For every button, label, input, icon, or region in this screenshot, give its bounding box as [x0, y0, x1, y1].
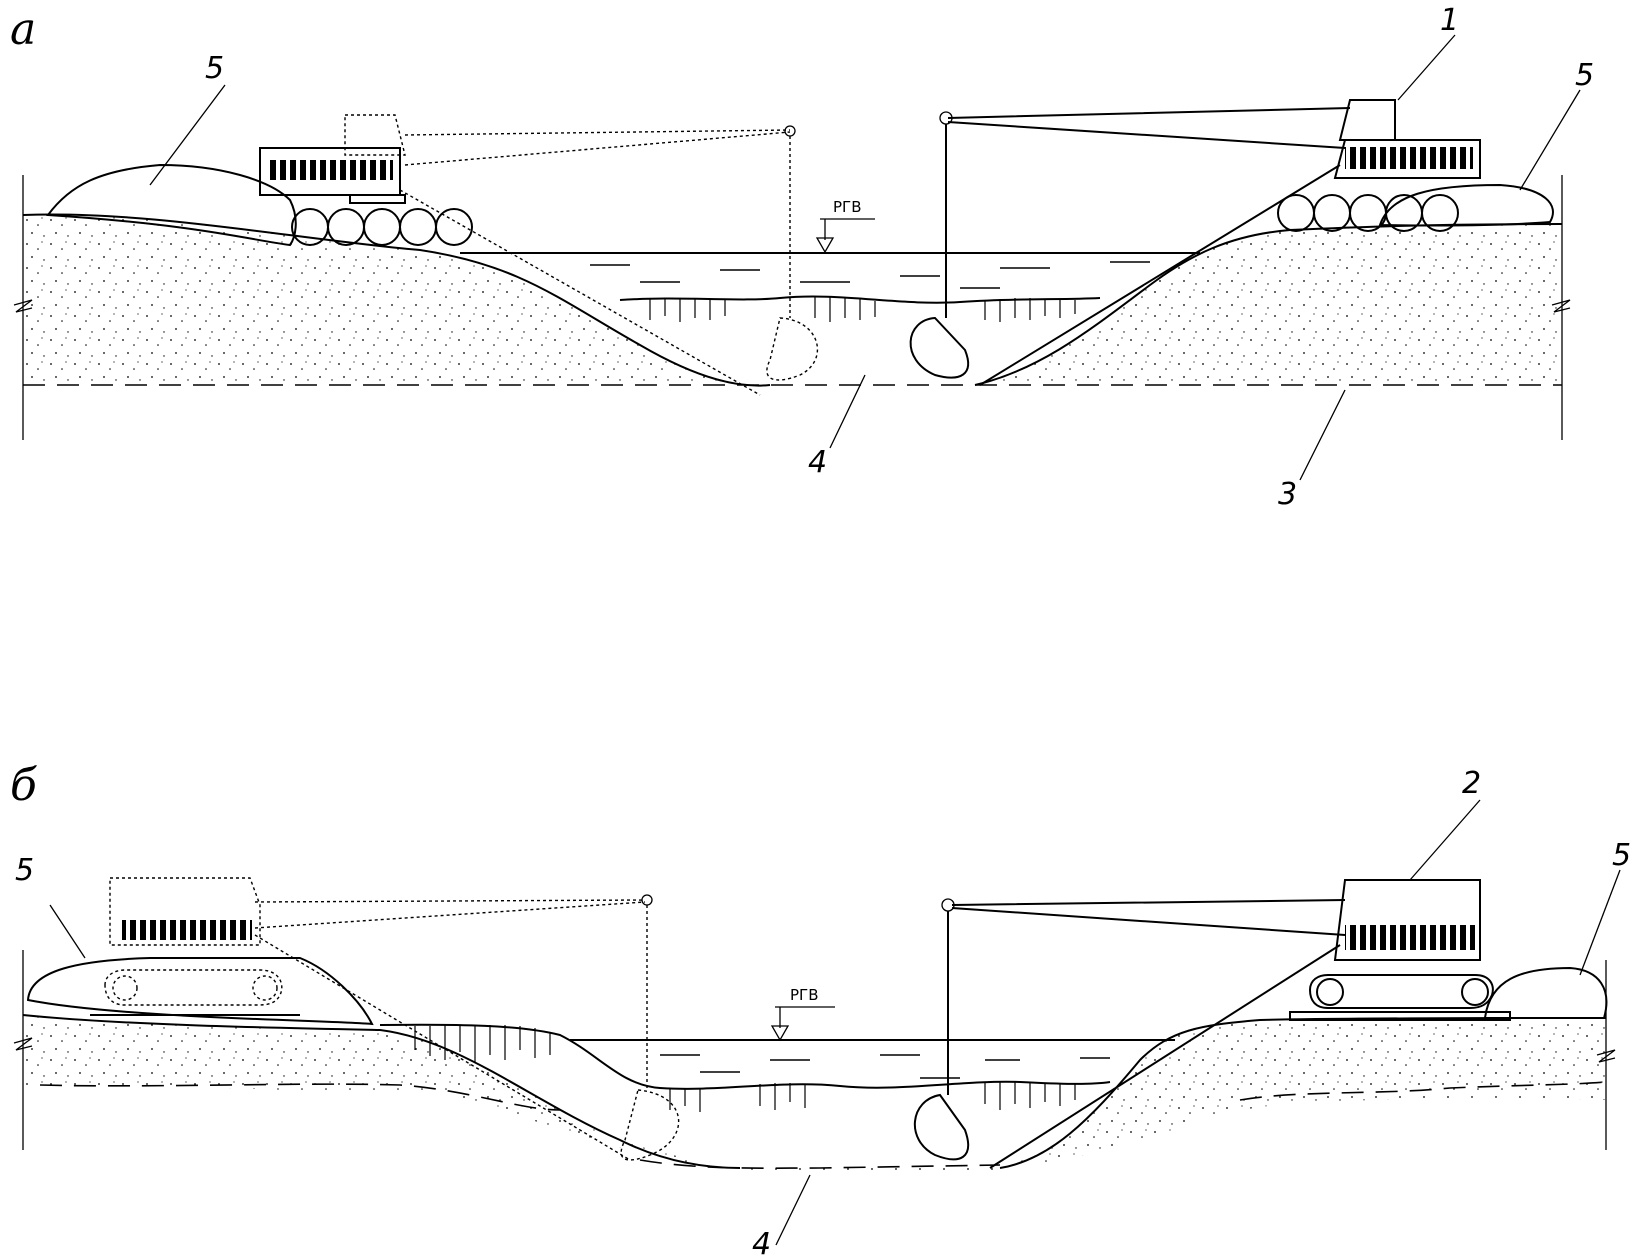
- ground-surface-left: [22, 213, 771, 387]
- callout-4: 4: [752, 1227, 771, 1258]
- bucket: [913, 1093, 970, 1161]
- level-marker-a: РГВ: [815, 198, 875, 254]
- callout-3: 3: [1278, 477, 1297, 512]
- spoil-heap-left: [46, 163, 297, 247]
- excavator-left-b: [90, 877, 680, 1161]
- callouts-a: 5 1 5 4 3: [149, 3, 1594, 512]
- figure-b-letter: б: [10, 760, 37, 811]
- bucket: [766, 317, 819, 381]
- engine-grille: [268, 160, 393, 180]
- crawler-track: [104, 969, 283, 1006]
- figure-a-letter: а: [10, 4, 36, 55]
- ground-surface-left: [22, 1014, 741, 1169]
- boom-lines: [399, 129, 791, 396]
- arm-line: [989, 944, 1341, 1169]
- water-dashes: [590, 261, 1150, 289]
- callout-5: 5: [1612, 838, 1631, 873]
- cab-top: [344, 114, 406, 156]
- figure-a: а РГВ: [10, 3, 1594, 512]
- boom-lines: [947, 107, 1351, 149]
- figure-b: б РГВ: [10, 760, 1631, 1258]
- level-marker-b: РГВ: [770, 986, 835, 1042]
- callout-2: 2: [1462, 766, 1481, 801]
- level-label: РГВ: [790, 986, 818, 1004]
- pontoon-pipes: [1277, 194, 1459, 232]
- engine-grille: [122, 920, 252, 940]
- excavator-right-b: [913, 879, 1511, 1169]
- boom-lines: [951, 899, 1346, 936]
- soil-fill: [23, 1015, 1606, 1170]
- soil-fill: [23, 214, 1562, 386]
- callouts-b: 2 5 5 4: [15, 766, 1631, 1258]
- level-label: РГВ: [833, 198, 861, 216]
- crawler-track: [1308, 974, 1494, 1009]
- water-dashes: [660, 1054, 1110, 1079]
- cab-body: [1333, 879, 1481, 961]
- silt-hatching: [414, 1025, 1076, 1112]
- excavator-left-a: [259, 114, 819, 396]
- bucket: [620, 1089, 680, 1161]
- spoil-heap-right: [1378, 183, 1554, 227]
- bucket: [909, 316, 970, 379]
- spoil-heap-right: [1483, 966, 1608, 1019]
- cab-body: [109, 877, 261, 946]
- callout-1: 1: [1440, 3, 1459, 38]
- pontoon-pipes: [291, 208, 473, 246]
- track-base: [1289, 1011, 1511, 1021]
- original-ground-line-left: [39, 1083, 561, 1111]
- cab-body: [259, 147, 401, 196]
- callout-4: 4: [808, 445, 827, 480]
- silt-hatching: [649, 296, 1076, 322]
- callout-5: 5: [15, 853, 34, 888]
- engine-grille: [1345, 147, 1473, 169]
- callout-5: 5: [1575, 58, 1594, 93]
- excavator-right-a: [909, 99, 1481, 386]
- engine-grille: [1345, 925, 1475, 950]
- original-ground-line-right: [1239, 1081, 1607, 1101]
- boom-lines: [254, 899, 646, 1161]
- cab-top: [1338, 99, 1396, 141]
- track-base: [349, 194, 406, 204]
- callout-5: 5: [205, 51, 224, 86]
- riverbed-line: [379, 1023, 1111, 1090]
- arm-line: [979, 164, 1341, 386]
- riverbed-line: [619, 295, 1101, 304]
